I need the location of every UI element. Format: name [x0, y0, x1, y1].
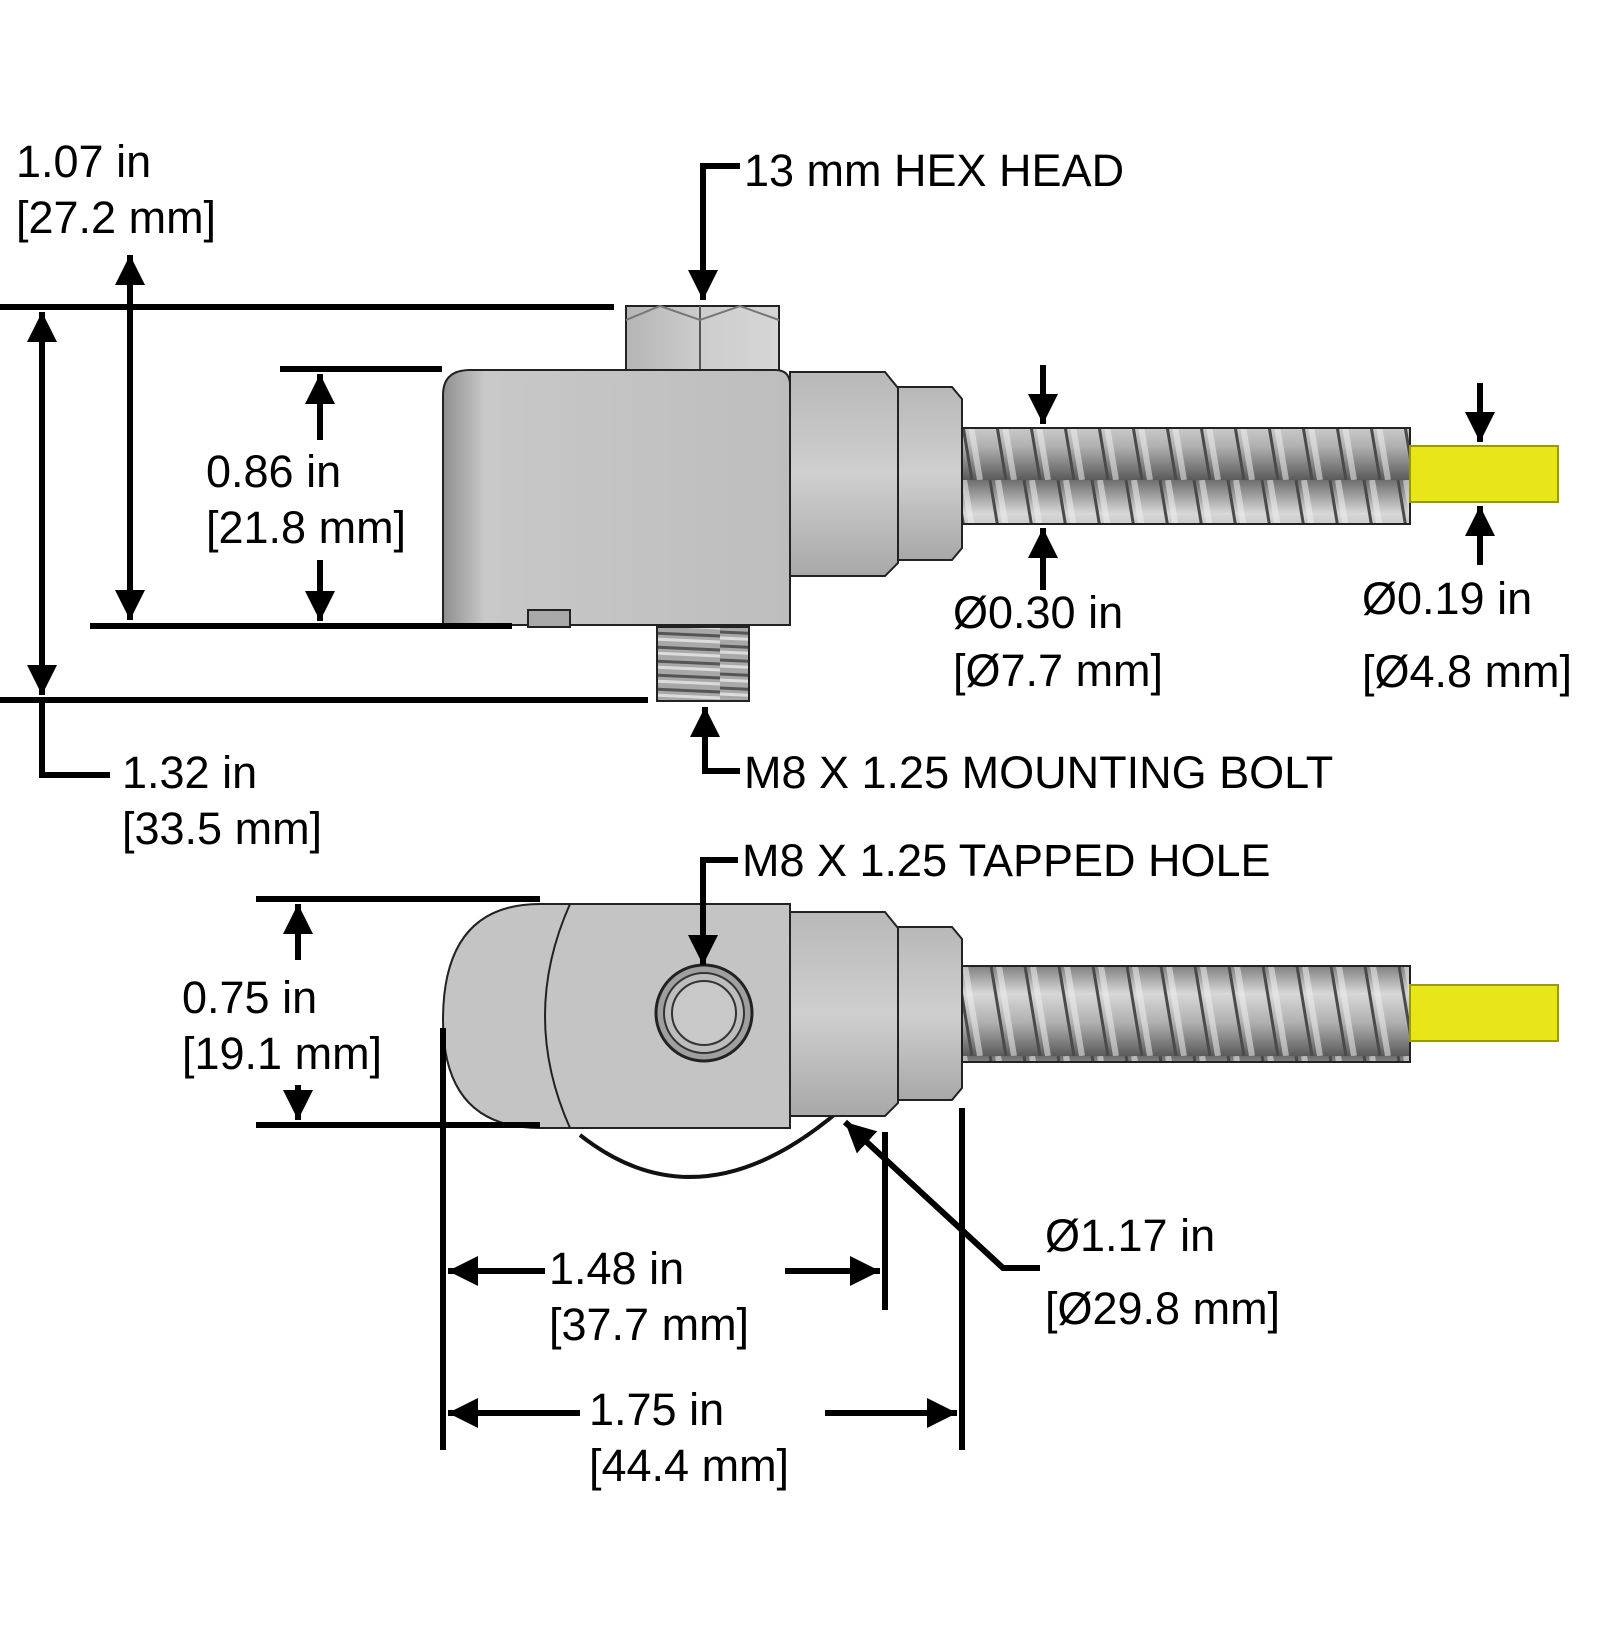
mounting-bolt-callout: M8 X 1.25 MOUNTING BOLT: [744, 747, 1333, 798]
cable-dia-in: Ø0.19 in: [1362, 573, 1532, 624]
hex-head-callout: 13 mm HEX HEAD: [744, 145, 1124, 196]
dimension-lines-bottom: [256, 857, 1040, 1450]
swing-dia-mm: [Ø29.8 mm]: [1045, 1283, 1280, 1334]
dim-0-75-mm: [19.1 mm]: [182, 1028, 382, 1079]
dim-1-48-mm: [37.7 mm]: [549, 1299, 749, 1350]
swing-arc: [578, 1108, 842, 1179]
cable-plan: [1409, 984, 1559, 1042]
cable: [1409, 445, 1559, 503]
dim-0-86-mm: [21.8 mm]: [206, 502, 406, 553]
cable-dia-mm: [Ø4.8 mm]: [1362, 646, 1572, 697]
connector-housing: [789, 371, 899, 577]
top-view: [441, 903, 1559, 1179]
dim-1-07-in: 1.07 in: [16, 136, 151, 187]
tapped-hole: [654, 963, 754, 1063]
conduit-dia-in: Ø0.30 in: [953, 587, 1123, 638]
hex-head: [625, 304, 780, 373]
armored-conduit: [961, 427, 1411, 525]
dim-1-32-in: 1.32 in: [122, 747, 257, 798]
swing-dia-in: Ø1.17 in: [1045, 1210, 1215, 1261]
conduit-dia-mm: [Ø7.7 mm]: [953, 645, 1163, 696]
connector-nut: [897, 386, 963, 561]
dim-1-48-in: 1.48 in: [549, 1243, 684, 1294]
dim-1-07-mm: [27.2 mm]: [16, 192, 216, 243]
connector-nut-plan: [897, 926, 963, 1101]
dimension-lines-top: [0, 163, 1495, 778]
dim-0-86-in: 0.86 in: [206, 446, 341, 497]
tapped-hole-callout: M8 X 1.25 TAPPED HOLE: [742, 835, 1271, 886]
body-foot: [527, 609, 571, 628]
dim-1-75-mm: [44.4 mm]: [589, 1440, 789, 1491]
dim-1-32-mm: [33.5 mm]: [122, 803, 322, 854]
labels: 13 mm HEX HEAD 1.07 in [27.2 mm] 0.86 in…: [16, 136, 1572, 1491]
dim-0-75-in: 0.75 in: [182, 972, 317, 1023]
armored-conduit-plan: [961, 965, 1411, 1063]
connector-housing-plan: [789, 911, 899, 1117]
sensor-body: [442, 369, 791, 626]
dim-1-75-in: 1.75 in: [589, 1384, 724, 1435]
side-view: [442, 304, 1559, 702]
mounting-bolt: [656, 626, 750, 702]
